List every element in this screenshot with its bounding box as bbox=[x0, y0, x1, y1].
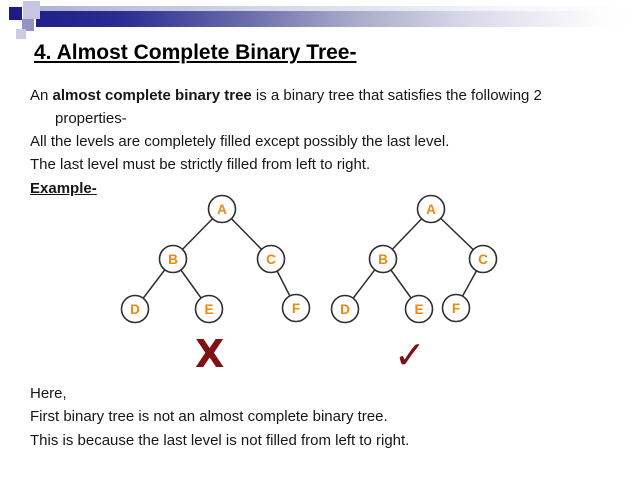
svg-text:B: B bbox=[378, 252, 388, 267]
header-gradient-bar bbox=[36, 11, 638, 27]
svg-text:A: A bbox=[217, 202, 227, 217]
tree-2-node-F: F bbox=[441, 293, 471, 323]
conclusion-1: First binary tree is not an almost compl… bbox=[30, 408, 388, 425]
intro-pre: An bbox=[30, 87, 53, 104]
svg-text:A: A bbox=[426, 202, 436, 217]
slide-title: 4. Almost Complete Binary Tree- bbox=[34, 41, 357, 64]
tree-2-node-E: E bbox=[404, 294, 434, 324]
svg-text:F: F bbox=[452, 301, 460, 316]
conclusion-2: This is because the last level is not fi… bbox=[30, 432, 410, 449]
deco-square-lavender bbox=[23, 1, 40, 19]
property-1: All the levels are completely filled exc… bbox=[30, 133, 450, 150]
deco-square-light bbox=[16, 29, 26, 39]
tree-1-node-B: B bbox=[158, 244, 188, 274]
intro-line-1: An almost complete binary tree is a bina… bbox=[30, 86, 542, 106]
intro-term: almost complete binary tree bbox=[52, 87, 252, 104]
deco-square-slate bbox=[22, 19, 34, 31]
tree-1-node-C: C bbox=[256, 244, 286, 274]
svg-text:F: F bbox=[292, 301, 300, 316]
here-label: Here, bbox=[30, 385, 67, 402]
svg-text:C: C bbox=[478, 252, 488, 267]
property-2: The last level must be strictly filled f… bbox=[30, 156, 371, 173]
intro-line-2: properties- bbox=[55, 110, 127, 127]
tree-1-node-E: E bbox=[194, 294, 224, 324]
cross-mark-icon: X bbox=[195, 332, 225, 376]
svg-text:E: E bbox=[204, 302, 213, 317]
svg-text:D: D bbox=[340, 302, 350, 317]
tree-2-node-D: D bbox=[330, 294, 360, 324]
tree-2-node-A: A bbox=[416, 194, 446, 224]
tree-1-node-D: D bbox=[120, 294, 150, 324]
deco-square-navy bbox=[9, 7, 22, 20]
binary-tree-diagrams: A B C D E F A B C D E F bbox=[120, 194, 498, 324]
check-mark-icon: ✓ bbox=[394, 333, 426, 377]
intro-post: is a binary tree that satisfies the foll… bbox=[251, 87, 542, 104]
tree-2-node-B: B bbox=[368, 244, 398, 274]
tree-1-node-A: A bbox=[207, 194, 237, 224]
tree-1-node-F: F bbox=[281, 293, 311, 323]
tree-2-node-C: C bbox=[468, 244, 498, 274]
svg-text:E: E bbox=[414, 302, 423, 317]
svg-text:C: C bbox=[266, 252, 276, 267]
svg-text:D: D bbox=[130, 302, 140, 317]
example-label: Example- bbox=[30, 180, 97, 197]
svg-text:B: B bbox=[168, 252, 178, 267]
header-thin-strip bbox=[40, 6, 638, 11]
